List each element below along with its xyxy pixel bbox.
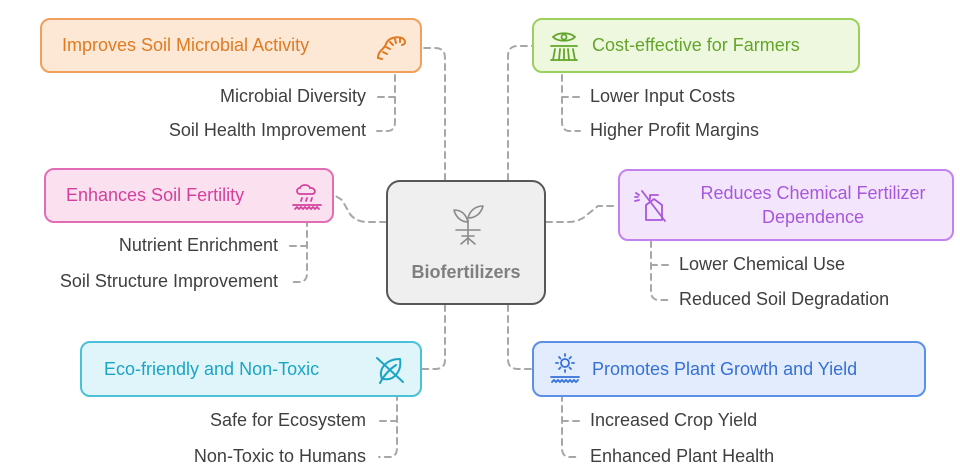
connector-fertility — [333, 194, 387, 223]
connector-growth — [507, 304, 533, 370]
cost-item-1: Lower Input Costs — [590, 86, 736, 106]
branch-growth-label: Promotes Plant Growth and Yield — [592, 358, 858, 379]
connector-microbial — [419, 47, 446, 181]
connector-eco — [419, 304, 446, 370]
microbial-item-1: Microbial Diversity — [219, 86, 366, 106]
worm-icon — [377, 36, 406, 60]
connector-chemical — [545, 205, 619, 223]
branch-fertility[interactable]: Enhances Soil Fertility — [44, 168, 334, 223]
fertility-item-1: Nutrient Enrichment — [118, 235, 278, 255]
center-title: Biofertilizers — [411, 262, 521, 282]
connector-eco-items — [378, 393, 398, 458]
microbial-item-2: Soil Health Improvement — [168, 120, 366, 140]
eco-item-1: Safe for Ecosystem — [209, 410, 366, 430]
branch-cost[interactable]: Cost-effective for Farmers — [532, 18, 860, 73]
soil-rain-icon — [292, 184, 322, 211]
connector-chemical-items — [650, 240, 670, 301]
branch-growth[interactable]: Promotes Plant Growth and Yield — [532, 341, 926, 397]
branch-chemical-label-line-2: Dependence — [761, 207, 865, 227]
chemical-item-2: Reduced Soil Degradation — [679, 289, 890, 309]
center-node[interactable]: Biofertilizers — [386, 180, 546, 305]
sprout-icon — [453, 205, 484, 245]
connector-cost-items — [561, 74, 581, 132]
branch-microbial[interactable]: Improves Soil Microbial Activity — [40, 18, 422, 73]
branch-chemical[interactable]: Reduces Chemical Fertilizer Dependence — [618, 169, 954, 241]
connector-fertility-items — [288, 219, 308, 283]
chemical-item-1: Lower Chemical Use — [679, 254, 846, 274]
branch-eco[interactable]: Eco-friendly and Non-Toxic — [80, 341, 422, 397]
branch-chemical-label: Reduces Chemical Fertilizer Dependence — [678, 181, 948, 229]
branch-fertility-label: Enhances Soil Fertility — [66, 185, 245, 205]
branch-chemical-label-line-1: Reduces Chemical Fertilizer — [700, 183, 926, 203]
field-eye-icon — [550, 32, 578, 61]
eco-item-2: Non-Toxic to Humans — [193, 446, 366, 465]
sprayer-slash-icon — [634, 190, 666, 222]
branch-cost-label: Cost-effective for Farmers — [592, 35, 800, 55]
connector-microbial-items — [376, 74, 396, 132]
growth-item-2: Enhanced Plant Health — [590, 446, 775, 465]
growth-item-1: Increased Crop Yield — [590, 410, 758, 430]
sun-growth-icon — [550, 353, 580, 384]
leaf-slash-icon — [376, 357, 404, 384]
branch-microbial-label: Improves Soil Microbial Activity — [62, 35, 310, 55]
fertility-item-2: Soil Structure Improvement — [59, 271, 278, 291]
cost-item-2: Higher Profit Margins — [590, 120, 760, 140]
branch-eco-label: Eco-friendly and Non-Toxic — [104, 358, 320, 379]
connector-cost — [507, 45, 533, 181]
connector-growth-items — [561, 394, 581, 458]
